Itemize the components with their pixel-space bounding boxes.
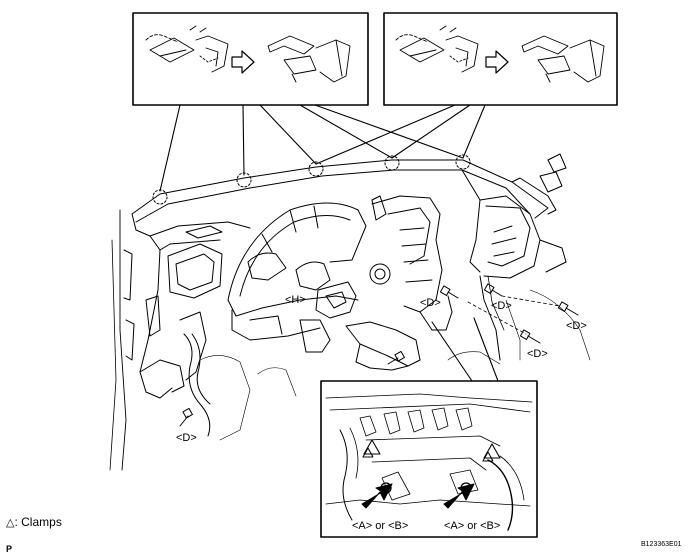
right-arrow-icon [231,50,255,74]
figure-code: B123363E01 [641,541,682,548]
label-h: <H> [285,294,306,306]
connector-detail-illustration [325,393,533,531]
legend-text: : Clamps [14,515,62,529]
legend: △: Clamps [6,515,62,530]
connector-detail-box [320,380,538,538]
bolt-icon [557,301,579,316]
label-d-right-upper: <D> [491,300,512,312]
bold-arrow-icon [443,483,475,509]
clamp-leader-lines [159,104,486,192]
label-d-left: <D> [176,432,197,444]
clamp-circle [152,189,168,205]
clamp-before-illustration-left [145,25,229,73]
clamp-after-illustration-right [521,35,605,83]
clamp-circle [384,155,400,171]
clamp-triangle-icon [482,443,501,462]
label-a-or-b-right: <A> or <B> [444,520,501,532]
bolts [179,283,579,427]
clamp-after-illustration-left [267,35,351,83]
clamp-circle [236,172,252,188]
bolt-icon [439,285,459,299]
label-a-or-b-left: <A> or <B> [352,520,409,532]
bolt-icon [519,329,541,344]
clamp-detail-box-left [132,12,369,106]
clamp-before-illustration-right [395,25,479,73]
label-d-far-right: <D> [566,320,587,332]
bolt-icon [179,407,193,427]
bolt-direction-lines [467,295,561,335]
clamp-detail-box-right [383,12,618,106]
clamp-circle [455,154,471,170]
clamp-circle [308,161,324,177]
right-arrow-icon [485,50,509,74]
clamp-legend-icon: △ [6,517,15,529]
clamp-markers [152,154,471,205]
instrument-panel-illustration [109,153,591,471]
label-d-center: <D> [420,297,441,309]
clamp-triangle-icon [362,439,381,458]
label-d-right-lower: <D> [527,348,548,360]
bolt-icon [483,283,503,297]
detail-leader-lines [431,317,499,382]
page-mark: P [6,544,13,554]
bolt-icon [387,350,405,365]
bold-arrow-icon [361,483,393,509]
